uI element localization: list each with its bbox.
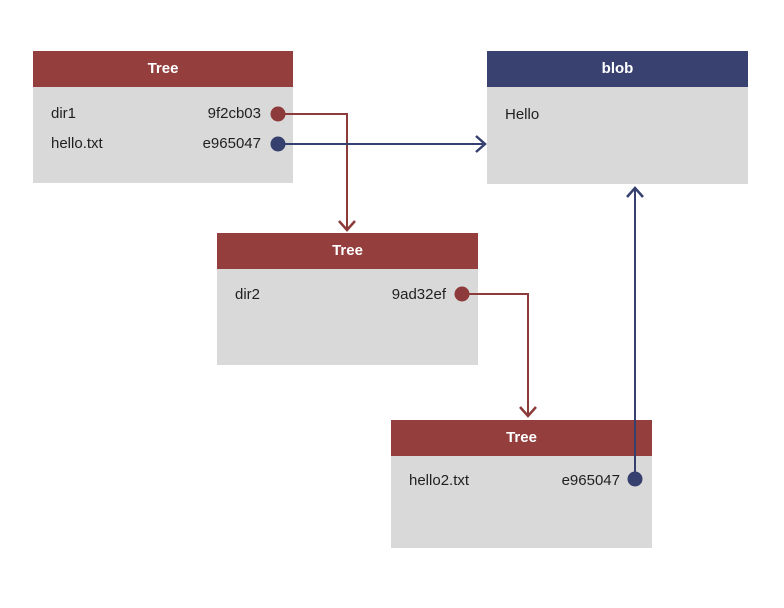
entry-name: dir2 xyxy=(235,286,261,303)
node-title: Tree xyxy=(332,242,363,259)
node-tree-dir2: Tree hello2.txt e965047 xyxy=(391,420,652,548)
entry-hash: 9f2cb03 xyxy=(207,105,261,122)
node-row: dir2 9ad32ef xyxy=(217,285,478,305)
entry-name: hello2.txt xyxy=(409,472,470,489)
entry-hash: e965047 xyxy=(561,472,620,489)
node-row: Hello xyxy=(487,105,748,125)
node-header: Tree xyxy=(33,51,293,87)
node-header: blob xyxy=(487,51,748,87)
arrowhead-down-icon xyxy=(338,220,356,232)
node-row: hello2.txt e965047 xyxy=(391,471,652,491)
node-header: Tree xyxy=(391,420,652,456)
node-title: Tree xyxy=(147,60,179,77)
node-tree-dir1: Tree dir2 9ad32ef xyxy=(217,233,478,365)
arrowhead-right-icon xyxy=(475,135,487,153)
node-title: blob xyxy=(601,60,634,77)
entry-hash: e965047 xyxy=(202,135,261,152)
node-header: Tree xyxy=(217,233,478,269)
blob-content: Hello xyxy=(505,106,540,123)
entry-hash: 9ad32ef xyxy=(391,286,446,303)
node-title: Tree xyxy=(506,429,537,446)
node-tree-root: Tree dir1 9f2cb03 hello.txt e965047 xyxy=(33,51,293,183)
arrowhead-up-icon xyxy=(626,186,644,198)
entry-name: hello.txt xyxy=(51,135,103,152)
node-row: dir1 9f2cb03 xyxy=(33,104,293,124)
arrowhead-down-icon xyxy=(519,406,537,418)
node-row: hello.txt e965047 xyxy=(33,134,293,154)
entry-name: dir1 xyxy=(51,105,77,122)
node-blob: blob Hello xyxy=(487,51,748,184)
